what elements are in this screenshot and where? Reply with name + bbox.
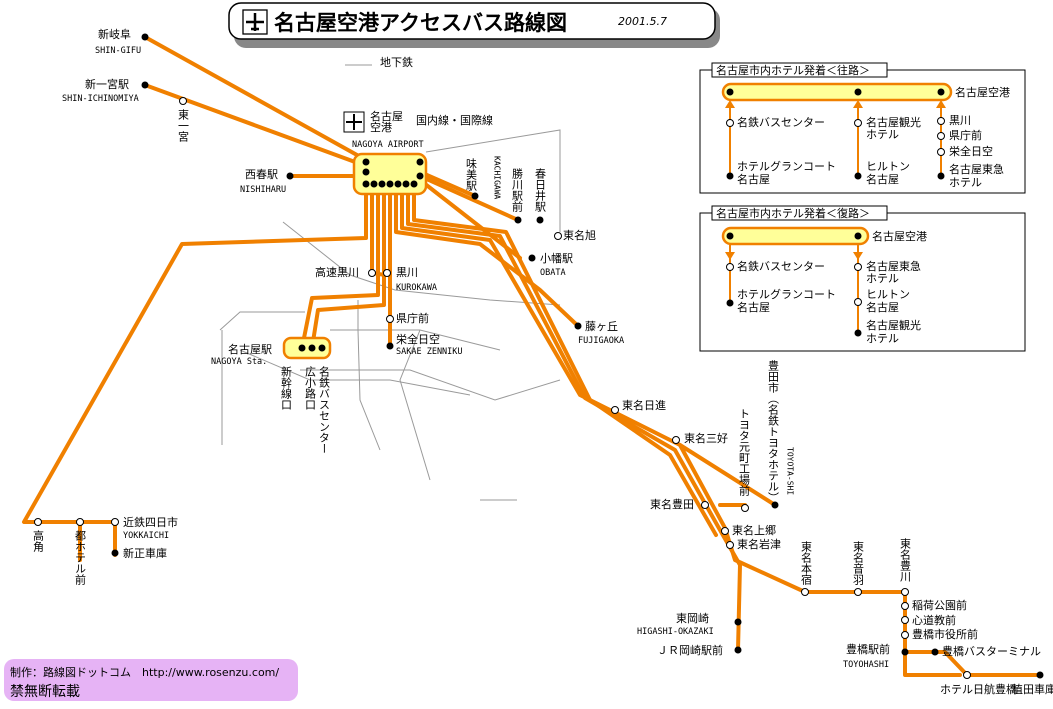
box-out-kanko2: ホテル — [866, 128, 899, 141]
label-kachigawa-en: KACHIGAWA — [493, 156, 502, 200]
label-shinichinomiya-en: SHIN-ICHINOMIYA — [62, 94, 139, 104]
label-sakae-en: SAKAE ZENNIKU — [396, 347, 463, 357]
box-out-grandcourt2: 名古屋 — [737, 172, 770, 186]
box-ret-airport: 名古屋空港 — [872, 229, 927, 243]
label-yokkaichi: 近鉄四日市 — [123, 515, 178, 529]
box-ret-title: 名古屋市内ホテル発着＜復路＞ — [716, 206, 870, 220]
box-ret-kanko1: 名古屋観光 — [866, 318, 921, 332]
label-nishiharu-en: NISHIHARU — [240, 185, 286, 195]
box-ret-tokyu2: ホテル — [866, 272, 899, 285]
label-inari: 稲荷公園前 — [912, 598, 967, 612]
label-kurokawa: 黒川 — [396, 266, 418, 279]
box-out-hilton1: ヒルトン — [866, 160, 910, 173]
airport-lines: 国内線・国際線 — [416, 113, 493, 127]
label-ajimaeki: 味美駅 — [465, 158, 478, 192]
label-nagoya: 名古屋駅 — [228, 342, 272, 356]
box-out-bc: 名鉄バスセンター — [737, 115, 825, 129]
label-jr-okazaki: ＪＲ岡崎駅前 — [657, 643, 723, 657]
box-out-tokyu1: 名古屋東急 — [949, 162, 1004, 176]
box-out-grandcourt1: ホテルグランコート — [737, 159, 836, 173]
label-hotel-nikko: ホテル日航豊橋 — [940, 682, 1017, 696]
label-tomei-honjuku: 東名本宿 — [800, 541, 813, 585]
airport-name-1: 名古屋 — [370, 109, 403, 123]
label-shinkansen: 新幹線口 — [280, 365, 293, 410]
box-ret-tokyu1: 名古屋東急 — [866, 259, 921, 273]
label-shingifu-en: SHIN-GIFU — [95, 46, 141, 56]
box-out-title: 名古屋市内ホテル発着＜往路＞ — [716, 63, 870, 77]
box-out-airport: 名古屋空港 — [955, 85, 1010, 99]
copyright-notice: 禁無断転載 — [10, 684, 80, 700]
label-toyohashi-bt: 豊橋バスターミナル — [942, 644, 1041, 658]
box-out-kurokawa: 黒川 — [949, 114, 971, 127]
label-kasugai: 春日井駅 — [534, 168, 547, 213]
box-out-hilton2: 名古屋 — [866, 172, 899, 186]
title-box: 名古屋空港アクセスバス路線図 2001.5.7 — [228, 2, 720, 48]
stops — [34, 33, 1044, 679]
label-tomei-miyoshi: 東名三好 — [684, 431, 728, 445]
label-tomei-asahi: 東名旭 — [563, 228, 596, 242]
box-out-tokyu2: ホテル — [949, 176, 982, 189]
box-ret-grandcourt2: 名古屋 — [737, 300, 770, 314]
label-shindo: 心道教前 — [912, 613, 956, 627]
label-kosoku-kurokawa: 高速黒川 — [315, 265, 359, 279]
box-ret-grandcourt1: ホテルグランコート — [737, 287, 836, 301]
station-labels: 新岐阜 SHIN-GIFU 新一宮駅 SHIN-ICHINOMIYA 東一宮 西… — [32, 27, 1053, 696]
label-kenchomae: 県庁前 — [396, 311, 429, 325]
label-tomei-toyota: 東名豊田 — [650, 497, 694, 511]
hotel-box-outbound: 名古屋市内ホテル発着＜往路＞ 名古屋空港 名鉄バスセンター ホテルグランコート … — [699, 62, 1026, 194]
box-ret-kanko2: ホテル — [866, 332, 899, 345]
label-meitetsu-bc: 名鉄バスセンター — [318, 365, 331, 454]
label-tomei-nisshin: 東名日進 — [622, 398, 666, 412]
airport-en: NAGOYA AIRPORT — [352, 140, 424, 150]
box-ret-hilton2: 名古屋 — [866, 300, 899, 314]
label-tomei-kamigo: 東名上郷 — [732, 523, 776, 537]
label-toyota-motomachi: トヨタ元町工場前 — [738, 408, 751, 497]
hotel-box-return: 名古屋市内ホテル発着＜復路＞ 名古屋空港 名鉄バスセンター ホテルグランコート … — [699, 205, 1026, 352]
label-higashi-okazaki: 東岡崎 — [676, 611, 709, 625]
label-toyohashi: 豊橋駅前 — [846, 642, 890, 656]
box-out-kanko1: 名古屋観光 — [866, 115, 921, 129]
label-higashi-okazaki-en: HIGASHI-OKAZAKI — [637, 627, 714, 637]
map-title: 名古屋空港アクセスバス路線図 — [274, 11, 567, 35]
label-nagoya-en: NAGOYA Sta. — [211, 357, 267, 367]
subway-legend-label: 地下鉄 — [380, 55, 413, 69]
label-ueta: 植田車庫前 — [1012, 682, 1053, 696]
label-tomei-iwazu: 東名岩津 — [737, 537, 781, 551]
nagoya-hub[interactable] — [282, 336, 332, 360]
label-shingifu: 新岐阜 — [98, 27, 131, 41]
map-date: 2001.5.7 — [618, 15, 667, 28]
label-yokkaichi-en: YOKKAICHI — [123, 531, 169, 541]
label-higashiichinomiya: 東一宮 — [177, 109, 190, 143]
label-nishiharu: 西春駅 — [245, 168, 278, 181]
label-sakae: 栄全日空 — [396, 332, 440, 346]
label-tomei-toyokawa: 東名豊川 — [899, 538, 912, 582]
box-ret-hilton1: ヒルトン — [866, 288, 910, 301]
airplane-shape — [246, 13, 264, 31]
airport-name-2: 空港 — [370, 120, 392, 134]
box-out-kenchomae: 県庁前 — [949, 128, 982, 142]
label-fujigaoka-en: FUJIGAOKA — [578, 336, 624, 346]
label-kachigawa: 勝川駅前 — [511, 167, 524, 213]
label-toyohashi-shiyakusho: 豊橋市役所前 — [912, 627, 978, 641]
label-kurokawa-en: KUROKAWA — [396, 283, 437, 293]
label-toyohashi-en: TOYOHASHI — [843, 660, 889, 670]
credit-box: 制作：路線図ドットコム http://www.rosenzu.com/ 禁無断転… — [4, 659, 298, 701]
label-takatsuno: 高角 — [32, 529, 45, 553]
label-toyota-city-en: TOYOTA-SHI — [786, 447, 795, 495]
label-shinichinomiya: 新一宮駅 — [85, 77, 129, 91]
label-obata: 小幡駅 — [540, 251, 573, 265]
label-fujigaoka: 藤ヶ丘 — [585, 320, 618, 333]
label-hirokoji: 広小路口 — [304, 366, 317, 410]
box-out-sakae: 栄全日空 — [949, 144, 993, 158]
subway-lines — [219, 129, 561, 501]
box-ret-bc: 名鉄バスセンター — [737, 259, 825, 273]
label-toyota-city: 豊田市（名鉄トヨタホテル） — [767, 360, 780, 503]
label-miyako-hotel: 都ホテル前 — [74, 530, 87, 586]
label-obata-en: OBATA — [540, 268, 566, 278]
label-shinsho: 新正車庫 — [123, 546, 167, 560]
airport-hub[interactable] — [352, 152, 428, 196]
credit-line: 制作：路線図ドットコム http://www.rosenzu.com/ — [10, 666, 280, 679]
label-tomei-otowa: 東名音羽 — [852, 541, 865, 585]
